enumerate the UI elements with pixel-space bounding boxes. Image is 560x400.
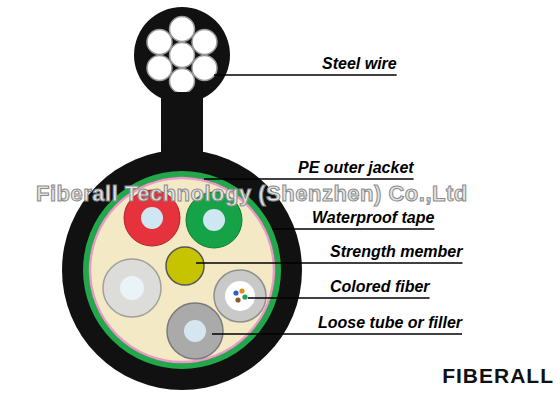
part-label: Loose tube or filler: [318, 313, 462, 332]
brand-logo: FIBERALL: [442, 364, 554, 388]
part-label: Colored fiber: [330, 277, 430, 296]
watermark: Fiberall Technology (Shenzhen) Co.,Ltd: [36, 181, 468, 207]
leader-line: [248, 297, 430, 299]
steel-wires: [147, 17, 217, 94]
leader-line: [196, 262, 462, 264]
leader-line: [272, 228, 434, 230]
part-label: Strength member: [330, 242, 462, 261]
part-label: Waterproof tape: [312, 208, 434, 227]
messenger-jacket: [134, 7, 230, 103]
part-label: Steel wire: [322, 54, 397, 73]
leader-line: [204, 178, 414, 180]
part-label: PE outer jacket: [298, 158, 414, 177]
leader-line: [212, 333, 462, 335]
leader-line: [214, 74, 397, 76]
strength-member: [166, 247, 204, 285]
